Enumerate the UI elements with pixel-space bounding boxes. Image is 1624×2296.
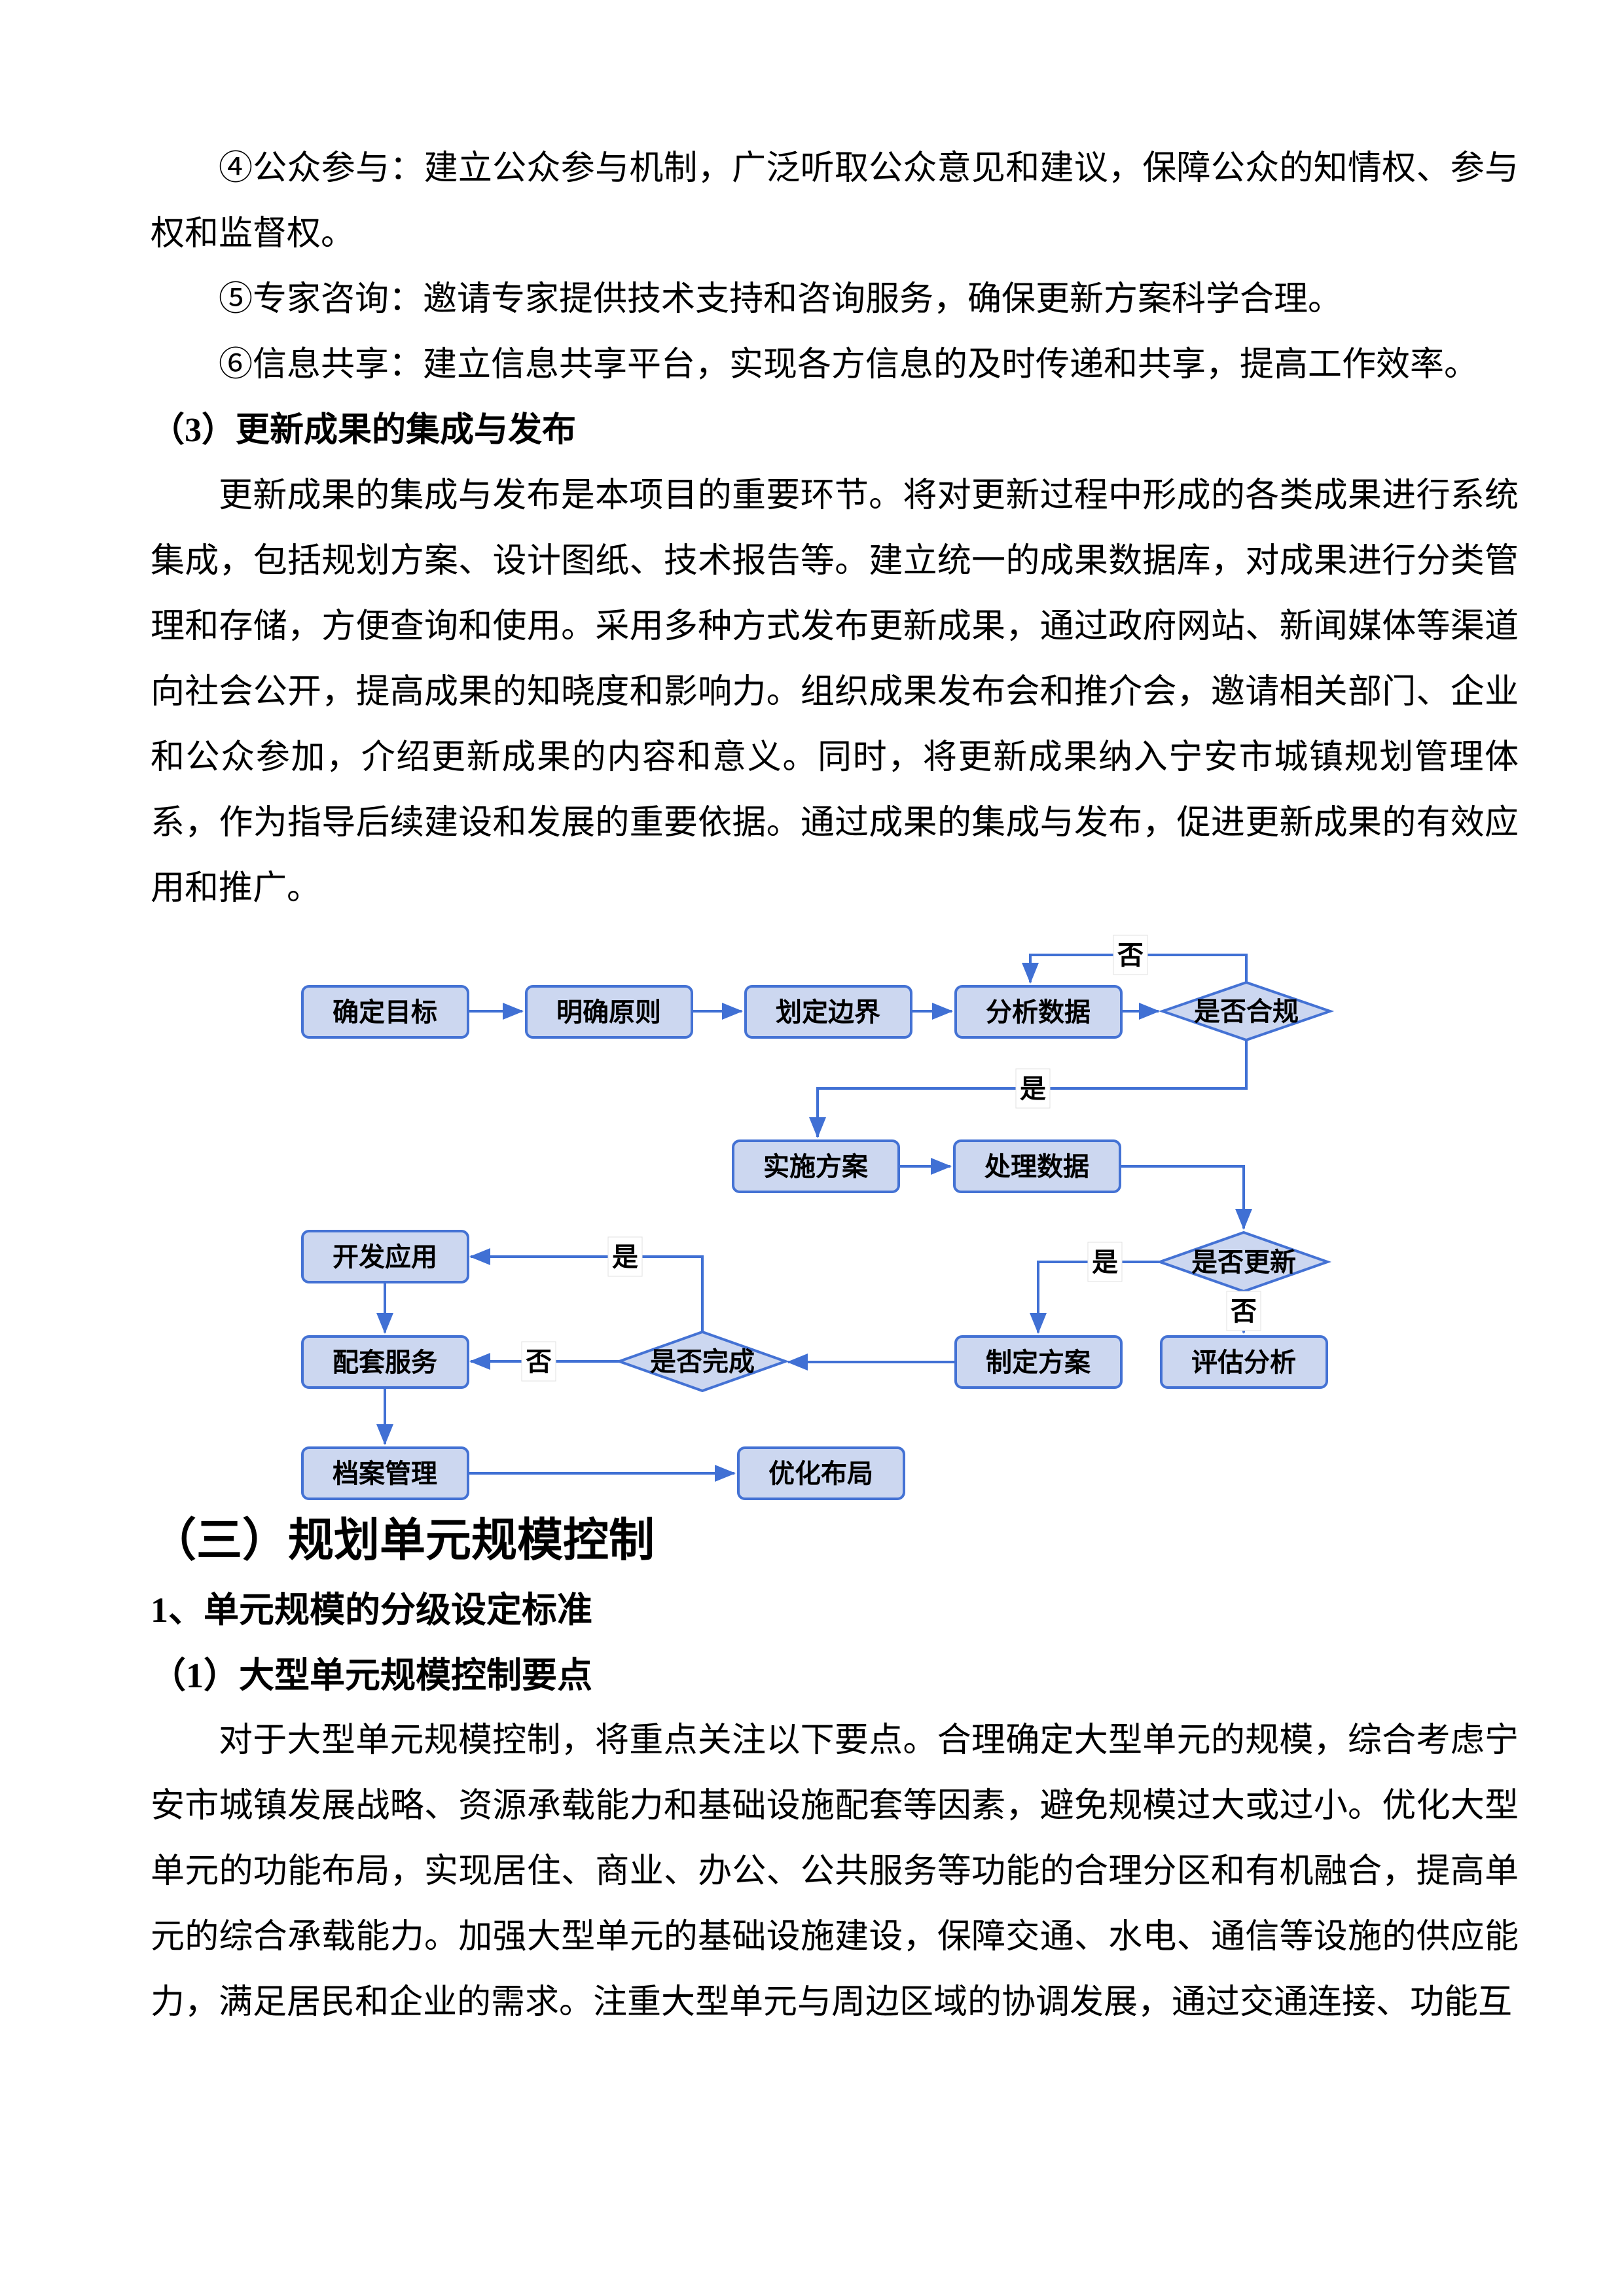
flow-node-delimit-boundary: 划定边界 bbox=[744, 985, 912, 1039]
compliance-yes-bg bbox=[1015, 1068, 1051, 1109]
complete-diamond bbox=[615, 1330, 789, 1393]
define-goal-label: 确定目标 bbox=[333, 998, 437, 1027]
edge-label-update-no: 否 bbox=[1226, 1291, 1261, 1331]
connector-complete-yes bbox=[469, 1248, 704, 1332]
develop-application-label: 开发应用 bbox=[333, 1243, 437, 1272]
evaluate-analysis-label: 评估分析 bbox=[1191, 1348, 1296, 1377]
clarify-principles-label: 明确原则 bbox=[556, 998, 661, 1027]
flow-node-supporting-services: 配套服务 bbox=[301, 1335, 469, 1389]
paragraph-public-participation: ④公众参与：建立公众参与机制，广泛听取公众意见和建议，保障公众的知情权、参与权和… bbox=[151, 150, 1519, 253]
define-goal-box bbox=[301, 985, 469, 1039]
connector-process-to-update bbox=[1120, 1165, 1252, 1230]
complete-label: 是否完成 bbox=[650, 1348, 755, 1376]
optimize-layout-label: 优化布局 bbox=[768, 1460, 873, 1488]
flow-node-archive-management: 档案管理 bbox=[301, 1446, 469, 1500]
optimize-layout-box bbox=[737, 1446, 905, 1500]
heading-section-three: （三）规划单元规模控制 bbox=[151, 1516, 655, 1566]
flow-decision-compliance: 是否合规 bbox=[1158, 980, 1335, 1042]
flow-node-develop-application: 开发应用 bbox=[301, 1230, 469, 1283]
update-diamond bbox=[1155, 1230, 1332, 1293]
update-no-text: 否 bbox=[1231, 1297, 1257, 1326]
delimit-boundary-label: 划定边界 bbox=[776, 998, 880, 1027]
implement-plan-box bbox=[732, 1139, 900, 1193]
supporting-services-label: 配套服务 bbox=[333, 1348, 437, 1377]
paragraph-expert-consultation: ⑤专家咨询：邀请专家提供技术支持和咨询服务，确保更新方案科学合理。 bbox=[219, 281, 1343, 318]
process-data-label: 处理数据 bbox=[984, 1153, 1089, 1181]
heading-unit-scale-standard: 1、单元规模的分级设定标准 bbox=[151, 1590, 592, 1630]
analyze-data-label: 分析数据 bbox=[986, 998, 1091, 1027]
flow-decision-update: 是否更新 bbox=[1155, 1230, 1332, 1293]
complete-yes-bg bbox=[607, 1236, 643, 1277]
compliance-no-text: 否 bbox=[1117, 941, 1144, 970]
archive-management-label: 档案管理 bbox=[333, 1460, 437, 1488]
update-label: 是否更新 bbox=[1191, 1248, 1296, 1277]
clarify-principles-box bbox=[525, 985, 693, 1039]
compliance-no-bg bbox=[1113, 935, 1148, 975]
paragraph-integration-release: 更新成果的集成与发布是本项目的重要环节。将对更新过程中形成的各类成果进行系统集成… bbox=[151, 477, 1519, 907]
paragraph-information-sharing: ⑥信息共享：建立信息共享平台，实现各方信息的及时传递和共享，提高工作效率。 bbox=[219, 346, 1479, 384]
bottom-text-block: （三）规划单元规模控制 1、单元规模的分级设定标准 （1）大型单元规模控制要点 … bbox=[151, 1505, 1519, 2036]
update-no-bg bbox=[1226, 1291, 1261, 1331]
complete-yes-text: 是 bbox=[612, 1243, 638, 1272]
complete-no-text: 否 bbox=[526, 1348, 552, 1376]
flow-node-formulate-plan: 制定方案 bbox=[954, 1335, 1123, 1389]
formulate-plan-label: 制定方案 bbox=[986, 1348, 1091, 1377]
edge-label-update-yes: 是 bbox=[1087, 1242, 1123, 1282]
flow-node-optimize-layout: 优化布局 bbox=[737, 1446, 905, 1500]
compliance-diamond bbox=[1158, 980, 1335, 1042]
flowchart: 确定目标 明确原则 划定边界 分析数据 是否合规 实施方案 处理数据 bbox=[301, 935, 1335, 1500]
formulate-plan-box bbox=[954, 1335, 1123, 1389]
flow-node-define-goal: 确定目标 bbox=[301, 985, 469, 1039]
flow-decision-complete: 是否完成 bbox=[615, 1330, 789, 1393]
supporting-services-box bbox=[301, 1335, 469, 1389]
edge-label-complete-no: 否 bbox=[521, 1341, 556, 1382]
develop-application-box bbox=[301, 1230, 469, 1283]
edge-label-compliance-yes: 是 bbox=[1015, 1068, 1051, 1109]
heading-update-results: （3）更新成果的集成与发布 bbox=[151, 412, 577, 449]
edge-label-compliance-no: 否 bbox=[1113, 935, 1148, 975]
evaluate-analysis-box bbox=[1160, 1335, 1328, 1389]
update-yes-bg bbox=[1087, 1242, 1123, 1282]
delimit-boundary-box bbox=[744, 985, 912, 1039]
update-yes-text: 是 bbox=[1092, 1248, 1118, 1277]
flow-node-clarify-principles: 明确原则 bbox=[525, 985, 693, 1039]
paragraph-large-unit-control: 对于大型单元规模控制，将重点关注以下要点。合理确定大型单元的规模，综合考虑宁安市… bbox=[151, 1722, 1519, 2021]
analyze-data-box bbox=[954, 985, 1123, 1039]
process-data-box bbox=[953, 1139, 1121, 1193]
top-text-block: ④公众参与：建立公众参与机制，广泛听取公众意见和建议，保障公众的知情权、参与权和… bbox=[151, 136, 1519, 922]
flow-node-process-data: 处理数据 bbox=[953, 1139, 1121, 1193]
compliance-label: 是否合规 bbox=[1194, 997, 1299, 1026]
edge-label-complete-yes: 是 bbox=[607, 1236, 643, 1277]
flow-node-evaluate-analysis: 评估分析 bbox=[1160, 1335, 1328, 1389]
complete-no-bg bbox=[521, 1341, 556, 1382]
flow-node-analyze-data: 分析数据 bbox=[954, 985, 1123, 1039]
flow-node-implement-plan: 实施方案 bbox=[732, 1139, 900, 1193]
implement-plan-label: 实施方案 bbox=[763, 1153, 869, 1181]
heading-large-unit-points: （1）大型单元规模控制要点 bbox=[151, 1656, 592, 1695]
compliance-yes-text: 是 bbox=[1020, 1075, 1046, 1103]
archive-management-box bbox=[301, 1446, 469, 1500]
